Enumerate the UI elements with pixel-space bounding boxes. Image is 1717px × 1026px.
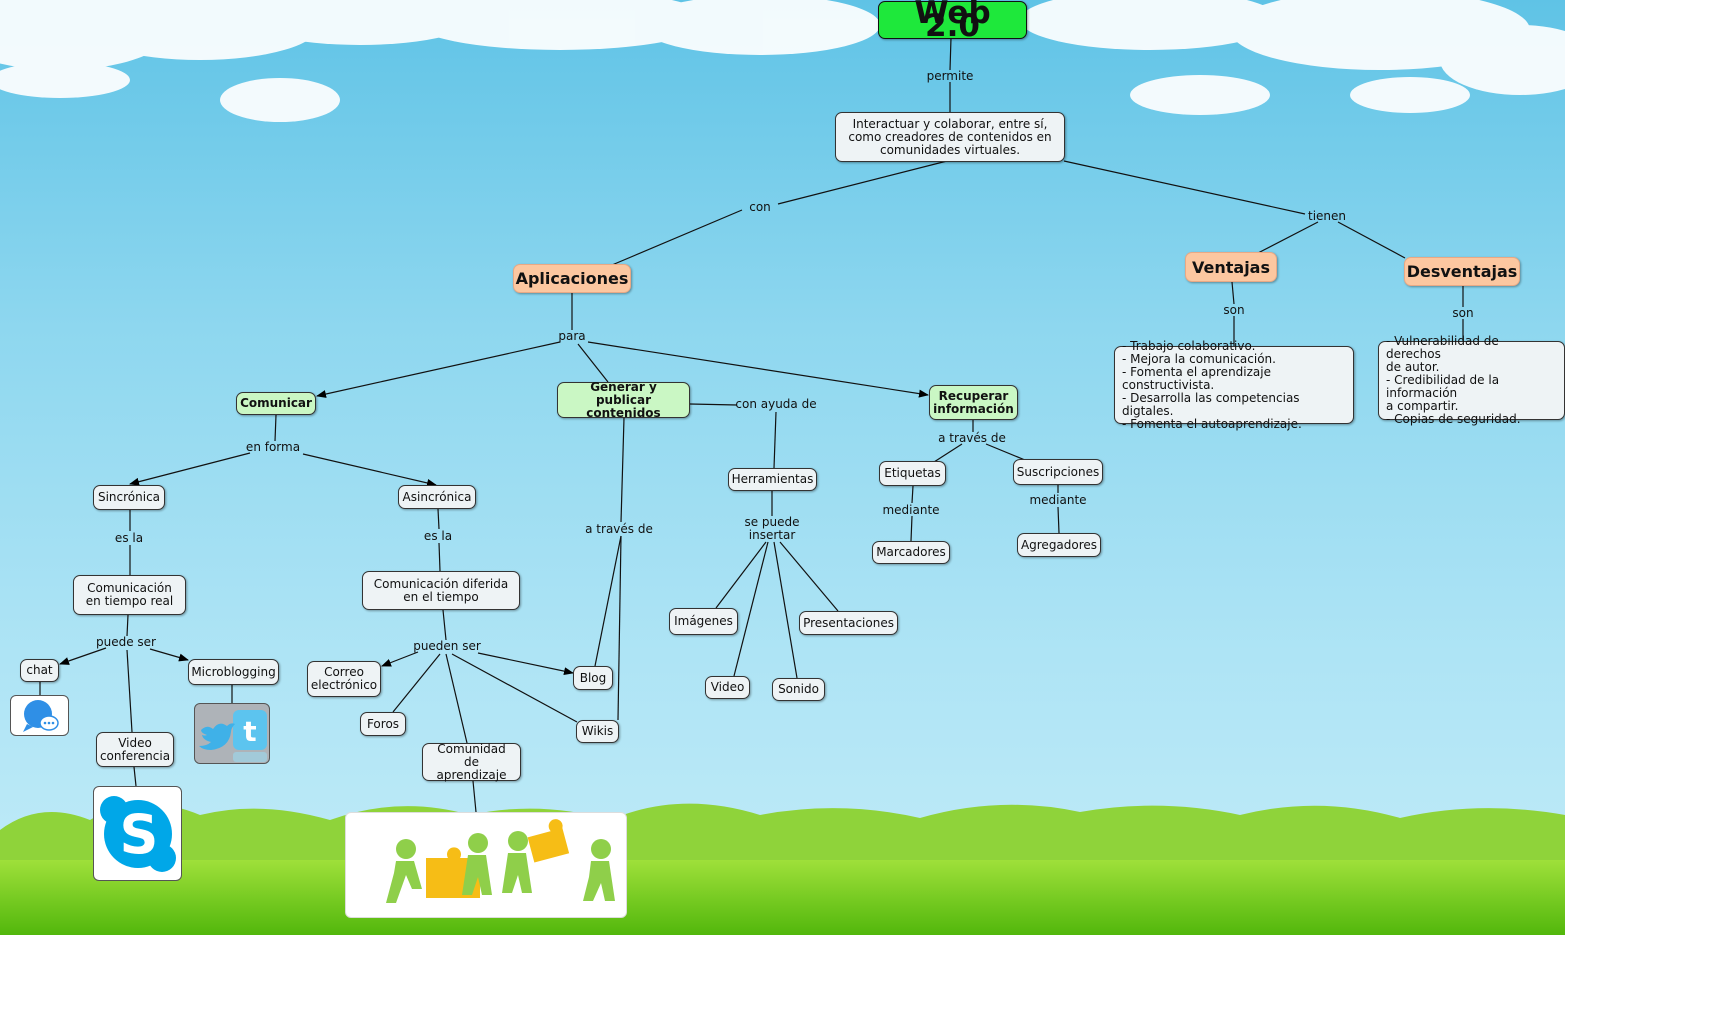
node-wikis[interactable]: Wikis <box>576 720 619 743</box>
link-mediante-etiquetas: mediante <box>882 503 940 517</box>
link-pueden-ser: pueden ser <box>413 639 481 653</box>
skype-icon[interactable]: S <box>93 786 182 881</box>
link-con: con <box>749 200 771 214</box>
node-suscripciones[interactable]: Suscripciones <box>1013 459 1103 485</box>
node-comunicacion-diferida[interactable]: Comunicación diferida en el tiempo <box>362 571 520 610</box>
node-video[interactable]: Video <box>705 676 750 699</box>
node-desventajas[interactable]: Desventajas <box>1404 257 1520 286</box>
node-ventajas[interactable]: Ventajas <box>1185 252 1277 282</box>
connector-lines <box>39 37 1464 813</box>
node-chat[interactable]: chat <box>20 659 59 682</box>
link-tienen: tienen <box>1307 209 1347 223</box>
link-son-desventajas: son <box>1452 306 1474 320</box>
node-definicion[interactable]: Interactuar y colaborar, entre sí, como … <box>835 112 1065 162</box>
twitter-icon[interactable]: t <box>194 703 270 764</box>
link-a-traves-de-recuperar: a través de <box>938 431 1006 445</box>
node-sincronica[interactable]: Sincrónica <box>93 485 165 510</box>
node-ventajas-lista[interactable]: - Trabajo colaborativo. - Mejora la comu… <box>1114 339 1354 430</box>
link-es-la-sincronica: es la <box>114 531 144 545</box>
node-marcadores[interactable]: Marcadores <box>872 541 950 564</box>
node-correo-electronico[interactable]: Correo electrónico <box>307 661 381 697</box>
puzzle-people-image <box>345 812 627 918</box>
node-blog[interactable]: Blog <box>573 666 613 690</box>
node-generar-publicar[interactable]: Generar y publicar contenidos <box>557 380 690 419</box>
node-comunidad-aprendizaje[interactable]: Comunidad de aprendizaje <box>422 742 521 781</box>
link-en-forma: en forma <box>245 440 301 454</box>
node-foros[interactable]: Foros <box>360 712 406 736</box>
node-etiquetas[interactable]: Etiquetas <box>879 461 946 486</box>
chat-bubble-icon[interactable] <box>10 695 69 736</box>
link-es-la-asincronica: es la <box>423 529 453 543</box>
node-agregadores[interactable]: Agregadores <box>1017 533 1101 557</box>
node-aplicaciones[interactable]: Aplicaciones <box>513 264 631 293</box>
link-con-ayuda-de: con ayuda de <box>735 397 817 411</box>
node-presentaciones[interactable]: Presentaciones <box>799 611 898 635</box>
concept-map-canvas: permite con tienen son son para en forma… <box>0 0 1565 935</box>
grass-background <box>0 803 1565 935</box>
svg-text:S: S <box>120 803 159 866</box>
node-sonido[interactable]: Sonido <box>772 678 825 701</box>
svg-text:t: t <box>243 715 256 748</box>
node-microblogging[interactable]: Microblogging <box>188 659 279 685</box>
node-imagenes[interactable]: Imágenes <box>669 608 738 635</box>
link-permite: permite <box>926 69 974 83</box>
node-recuperar-informacion[interactable]: Recuperar información <box>929 385 1018 420</box>
link-mediante-suscripciones: mediante <box>1029 493 1087 507</box>
node-asincronica[interactable]: Asincrónica <box>398 485 476 509</box>
node-comunicar[interactable]: Comunicar <box>236 392 316 415</box>
title-node-web-2-0[interactable]: Web 2.0 <box>878 0 1027 42</box>
link-se-puede-insertar: se puede insertar <box>744 515 800 542</box>
link-son-ventajas: son <box>1223 303 1245 317</box>
node-comunicacion-tiempo-real[interactable]: Comunicación en tiempo real <box>73 575 186 615</box>
node-desventajas-lista[interactable]: - Vulnerabilidad de derechos de autor. -… <box>1378 335 1565 426</box>
node-herramientas[interactable]: Herramientas <box>728 468 817 491</box>
link-para: para <box>558 329 586 343</box>
clouds <box>0 0 1565 122</box>
link-puede-ser: puede ser <box>96 635 156 649</box>
link-a-traves-de-generar: a través de <box>585 522 653 536</box>
node-video-conferencia[interactable]: Video conferencia <box>96 732 174 767</box>
